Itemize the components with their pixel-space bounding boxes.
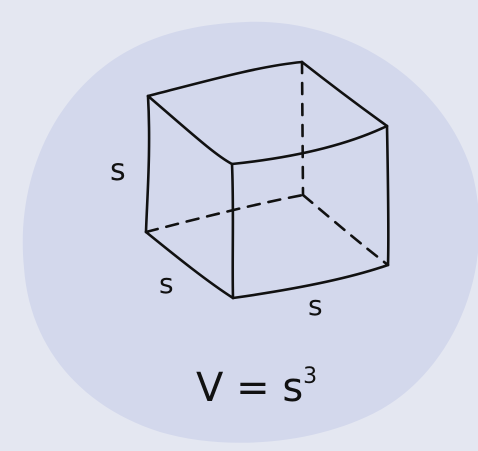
top-front-edge bbox=[230, 124, 389, 166]
top-right-edge bbox=[300, 60, 389, 128]
right-vertical-edge bbox=[385, 124, 390, 267]
top-back-edge bbox=[146, 60, 304, 98]
formula-base: s bbox=[282, 365, 304, 411]
hidden-bottom-back-edge bbox=[144, 193, 305, 234]
hidden-bottom-right-edge bbox=[301, 193, 390, 267]
bottom-left-edge bbox=[144, 230, 235, 300]
hidden-vertical-edge bbox=[300, 60, 305, 197]
bottom-right-edge bbox=[231, 263, 390, 300]
left-vertical-edge bbox=[144, 94, 151, 234]
formula-exponent: 3 bbox=[303, 364, 318, 389]
side-label-bottom-right: s bbox=[308, 289, 323, 322]
side-label-bottom-left: s bbox=[159, 267, 174, 300]
front-vertical-edge bbox=[230, 162, 235, 300]
side-label-left: s bbox=[110, 153, 126, 188]
formula-lhs: V bbox=[196, 365, 224, 411]
top-left-edge bbox=[146, 94, 234, 166]
volume-formula: V = s3 bbox=[196, 364, 318, 411]
formula-equals: = bbox=[236, 365, 270, 411]
